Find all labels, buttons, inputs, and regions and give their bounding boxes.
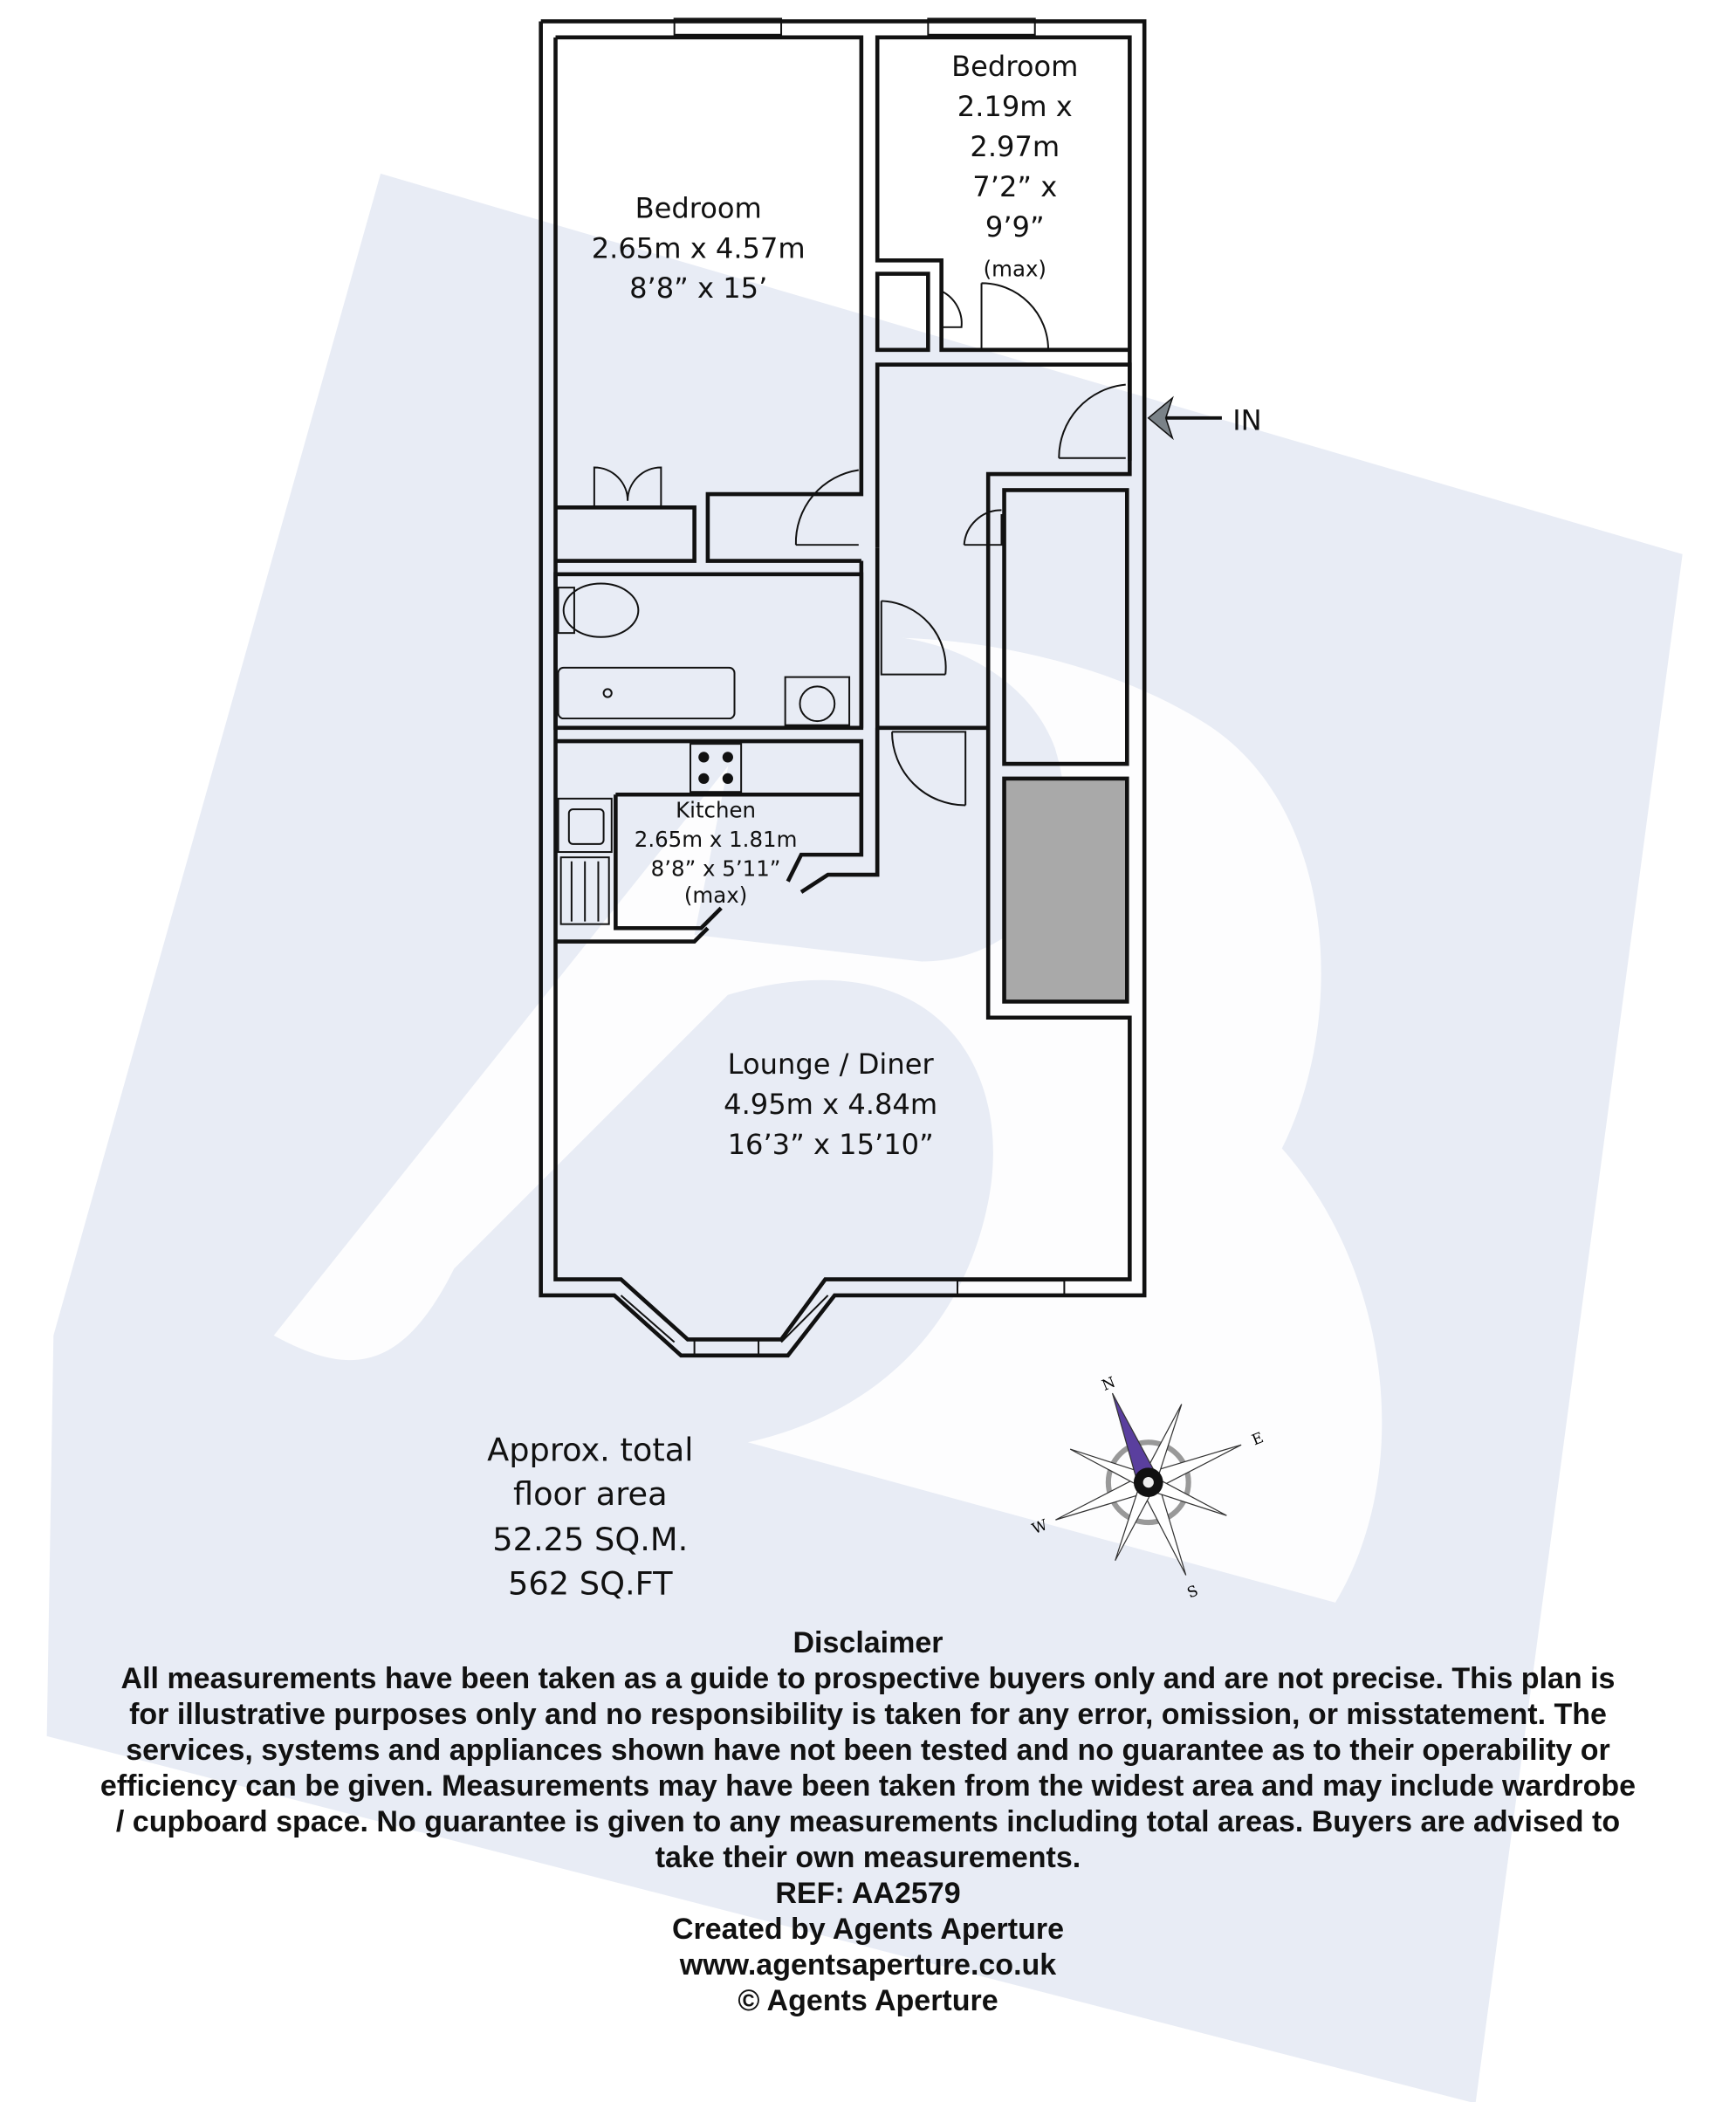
room-note: (max) [984,257,1046,282]
windows [620,17,1066,1357]
room-metric: 2.65m x 4.57m [592,231,806,264]
entrance-label: IN [1232,404,1262,437]
website-link[interactable]: www.agentsaperture.co.uk [679,1948,1057,1982]
compass-n: N [1099,1373,1117,1394]
compass-icon: N E S W [1029,1373,1266,1602]
room-name: Bedroom [951,50,1078,83]
copyright: © Agents Aperture [738,1984,998,2017]
disclaimer-line: efficiency can be given. Measurements ma… [99,1769,1637,1803]
room-name: Kitchen [676,797,756,822]
room-label-lounge: Lounge / Diner 4.95m x 4.84m 16’3” x 15’… [724,1048,937,1161]
entrance-arrow: IN [1147,395,1262,441]
room-metric: 2.97m [970,130,1060,163]
room-imperial: 8’8” x 15’ [629,271,767,305]
disclaimer-line: / cupboard space. No guarantee is given … [115,1805,1621,1838]
room-name: Bedroom [635,191,762,224]
room-imperial: 8’8” x 5’11” [651,856,781,882]
room-label-bedroom-1: Bedroom 2.65m x 4.57m 8’8” x 15’ [592,191,806,305]
disclaimer-line: All measurements have been taken as a gu… [120,1662,1616,1695]
walls [539,19,1147,1358]
area-sqm: 52.25 SQ.M. [492,1521,688,1558]
area-sqft: 562 SQ.FT [508,1565,673,1603]
disclaimer-line: services, systems and appliances shown h… [126,1734,1610,1767]
disclaimer-title: Disclaimer [793,1626,943,1659]
area-label: floor area [513,1475,668,1513]
room-note: (max) [684,883,747,908]
created-by: Created by Agents Aperture [671,1913,1065,1946]
disclaimer-line: for illustrative purposes only and no re… [129,1698,1607,1731]
room-name: Lounge / Diner [728,1048,935,1081]
area-label: Approx. total [487,1432,693,1469]
room-metric: 2.19m x [957,90,1073,123]
doors [593,282,1126,807]
room-imperial: 7’2” x [972,170,1057,203]
reference: REF: AA2579 [775,1877,961,1910]
room-label-bedroom-2: Bedroom 2.19m x 2.97m 7’2” x 9’9” (max) [951,50,1078,281]
room-imperial: 16’3” x 15’10” [728,1128,934,1161]
kitchen-fixtures [557,743,743,925]
room-imperial: 9’9” [985,210,1045,244]
room-metric: 2.65m x 1.81m [635,827,798,852]
disclaimer: Disclaimer All measurements have been ta… [0,1625,1736,2019]
total-floor-area: Approx. total floor area 52.25 SQ.M. 562… [487,1432,693,1603]
room-label-kitchen: Kitchen 2.65m x 1.81m 8’8” x 5’11” (max) [635,797,798,908]
disclaimer-line: take their own measurements. [655,1841,1081,1874]
room-metric: 4.95m x 4.84m [724,1088,937,1121]
bathroom-fixtures [557,582,851,726]
